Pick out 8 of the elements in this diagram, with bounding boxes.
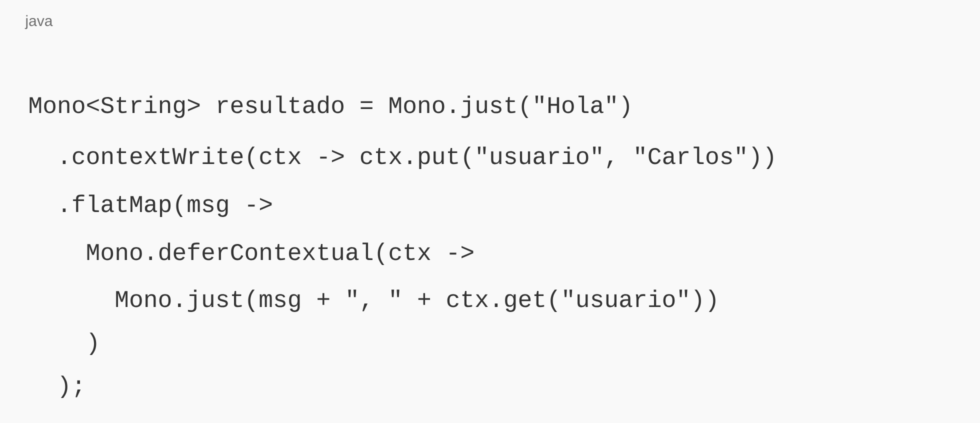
code-line: .flatMap(msg -> bbox=[62, 194, 272, 217]
code-line: ); bbox=[60, 376, 81, 398]
code-line: Mono<String> resultado = Mono.just("Hola") bbox=[30, 96, 629, 118]
code-line: Mono.deferContextual(ctx -> bbox=[87, 242, 474, 265]
language-label: java bbox=[24, 15, 53, 30]
code-line: ) bbox=[90, 332, 96, 355]
code-line: Mono.just(msg + ", " + ctx.get("usuario")) bbox=[116, 290, 716, 312]
code-line: .contextWrite(ctx -> ctx.put("usuario", "Carlos")) bbox=[62, 146, 773, 169]
